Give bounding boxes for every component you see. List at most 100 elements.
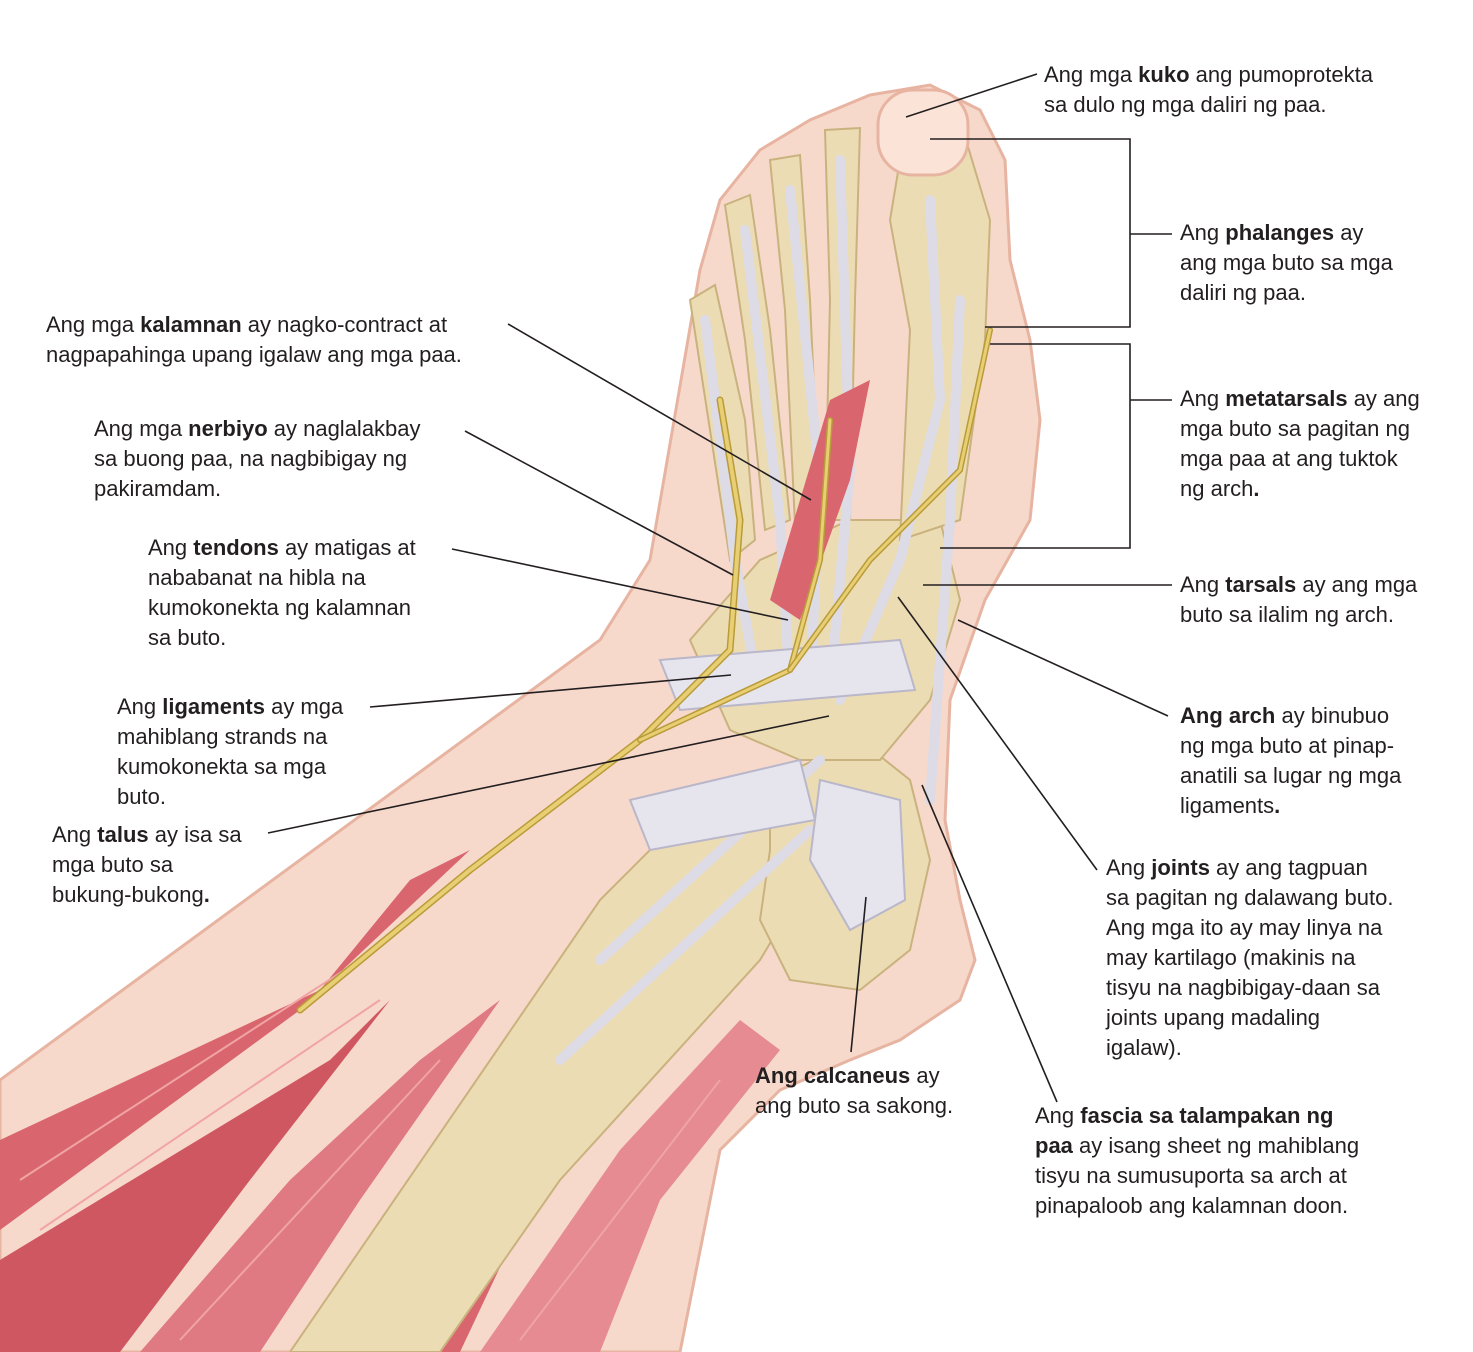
bold-term: Ang arch xyxy=(1180,703,1276,728)
bold-term: phalanges xyxy=(1225,220,1335,245)
leader-ligaments xyxy=(369,674,732,708)
label-line: kumokonekta ng kalamnan xyxy=(148,593,416,623)
label-line: sa dulo ng mga daliri ng paa. xyxy=(1044,90,1373,120)
leader-talus xyxy=(267,715,830,834)
label-line: Ang talus ay isa sa xyxy=(52,820,242,850)
label-line: ang mga buto sa mga xyxy=(1180,248,1393,278)
label-line: Ang calcaneus ay xyxy=(755,1061,953,1091)
bold-term: . xyxy=(1274,793,1281,818)
label-line: kumokonekta sa mga xyxy=(117,752,343,782)
label-fascia: Ang fascia sa talampakan ng paa ay isang … xyxy=(1035,1101,1359,1221)
label-line: tisyu na nagbibigay-daan sa xyxy=(1106,973,1393,1003)
label-line: mahiblang strands na xyxy=(117,722,343,752)
text-run: pakiramdam. xyxy=(94,476,222,501)
text-run: buto sa ilalim ng arch. xyxy=(1180,602,1394,627)
text-run: ay isa sa xyxy=(148,822,242,847)
text-run: Ang xyxy=(1035,1103,1081,1128)
label-line: buto sa ilalim ng arch. xyxy=(1180,600,1417,630)
label-line: tisyu na sumusuporta sa arch at xyxy=(1035,1161,1359,1191)
text-run: anatili sa lugar ng mga xyxy=(1180,763,1402,788)
bracket-metatarsals xyxy=(940,343,1131,549)
bold-term: . xyxy=(203,882,210,907)
bold-term: metatarsals xyxy=(1225,386,1348,411)
leader-kuko xyxy=(905,73,1038,118)
text-run: daliri ng paa. xyxy=(1180,280,1306,305)
text-run: kumokonekta sa mga xyxy=(117,754,327,779)
label-line: pakiramdam. xyxy=(94,474,421,504)
text-run: ay nagko-contract at xyxy=(241,312,448,337)
bold-term: tendons xyxy=(193,535,279,560)
label-line: buto. xyxy=(117,782,343,812)
text-run: ay xyxy=(1334,220,1364,245)
leader-lines xyxy=(267,73,1172,1103)
text-run: joints upang madaling xyxy=(1106,1005,1321,1030)
label-line: nababanat na hibla na xyxy=(148,563,416,593)
text-run: nagpapahinga upang igalaw ang mga paa. xyxy=(46,342,462,367)
leader-tendons xyxy=(451,548,789,621)
text-run: mga buto sa xyxy=(52,852,174,877)
label-line: joints upang madaling xyxy=(1106,1003,1393,1033)
label-line: sa pagitan ng dalawang buto. xyxy=(1106,883,1393,913)
text-run: ng arch xyxy=(1180,476,1254,501)
text-run: Ang mga xyxy=(94,416,189,441)
label-line: daliri ng paa. xyxy=(1180,278,1393,308)
bold-term: . xyxy=(1253,476,1260,501)
text-run: mga paa at ang tuktok xyxy=(1180,446,1398,471)
bold-term: fascia sa talampakan ng xyxy=(1080,1103,1334,1128)
label-line: Ang arch ay binubuo xyxy=(1180,701,1401,731)
text-run: Ang xyxy=(1106,855,1152,880)
text-run: ay naglalakbay xyxy=(267,416,421,441)
text-run: bukung-bukong xyxy=(52,882,204,907)
bold-term: joints xyxy=(1151,855,1210,880)
text-run: Ang xyxy=(1180,220,1226,245)
label-line: igalaw). xyxy=(1106,1033,1393,1063)
foot-muscle xyxy=(770,380,870,620)
bracket-phalanges xyxy=(930,138,1131,328)
text-run: igalaw). xyxy=(1106,1035,1182,1060)
text-run: Ang xyxy=(1180,572,1226,597)
label-line: Ang mga kalamnan ay nagko-contract at xyxy=(46,310,462,340)
label-line: paa ay isang sheet ng mahiblang xyxy=(1035,1131,1359,1161)
label-line: sa buong paa, na nagbibigay ng xyxy=(94,444,421,474)
label-line: sa buto. xyxy=(148,623,416,653)
leader-calcaneus xyxy=(850,896,867,1053)
text-run: Ang xyxy=(1180,386,1226,411)
bold-term: kuko xyxy=(1138,62,1190,87)
label-line: mga buto sa xyxy=(52,850,242,880)
label-line: nagpapahinga upang igalaw ang mga paa. xyxy=(46,340,462,370)
text-run: ang buto sa sakong. xyxy=(755,1093,954,1118)
text-run: Ang xyxy=(148,535,194,560)
label-line: Ang metatarsals ay ang xyxy=(1180,384,1420,414)
label-line: mga buto sa pagitan ng xyxy=(1180,414,1420,444)
bold-term: Ang calcaneus xyxy=(755,1063,911,1088)
leader-joints xyxy=(897,596,1098,871)
text-run: sa buto. xyxy=(148,625,227,650)
text-run: pinapaloob ang kalamnan doon. xyxy=(1035,1193,1349,1218)
label-line: Ang joints ay ang tagpuan xyxy=(1106,853,1393,883)
text-run: may kartilago (makinis na xyxy=(1106,945,1356,970)
text-run: ay mga xyxy=(264,694,344,719)
leader-fascia xyxy=(921,784,1058,1103)
nerves xyxy=(296,327,993,1014)
bold-term: tarsals xyxy=(1225,572,1297,597)
text-run: kumokonekta ng kalamnan xyxy=(148,595,411,620)
label-line: Ang phalanges ay xyxy=(1180,218,1393,248)
text-run: sa pagitan ng dalawang buto. xyxy=(1106,885,1394,910)
text-run: sa buong paa, na nagbibigay ng xyxy=(94,446,408,471)
text-run: buto. xyxy=(117,784,166,809)
text-run: Ang xyxy=(117,694,163,719)
text-run: tisyu na sumusuporta sa arch at xyxy=(1035,1163,1347,1188)
label-line: may kartilago (makinis na xyxy=(1106,943,1393,973)
text-run: ay matigas at xyxy=(278,535,416,560)
label-line: Ang tendons ay matigas at xyxy=(148,533,416,563)
text-run: ay xyxy=(910,1063,940,1088)
